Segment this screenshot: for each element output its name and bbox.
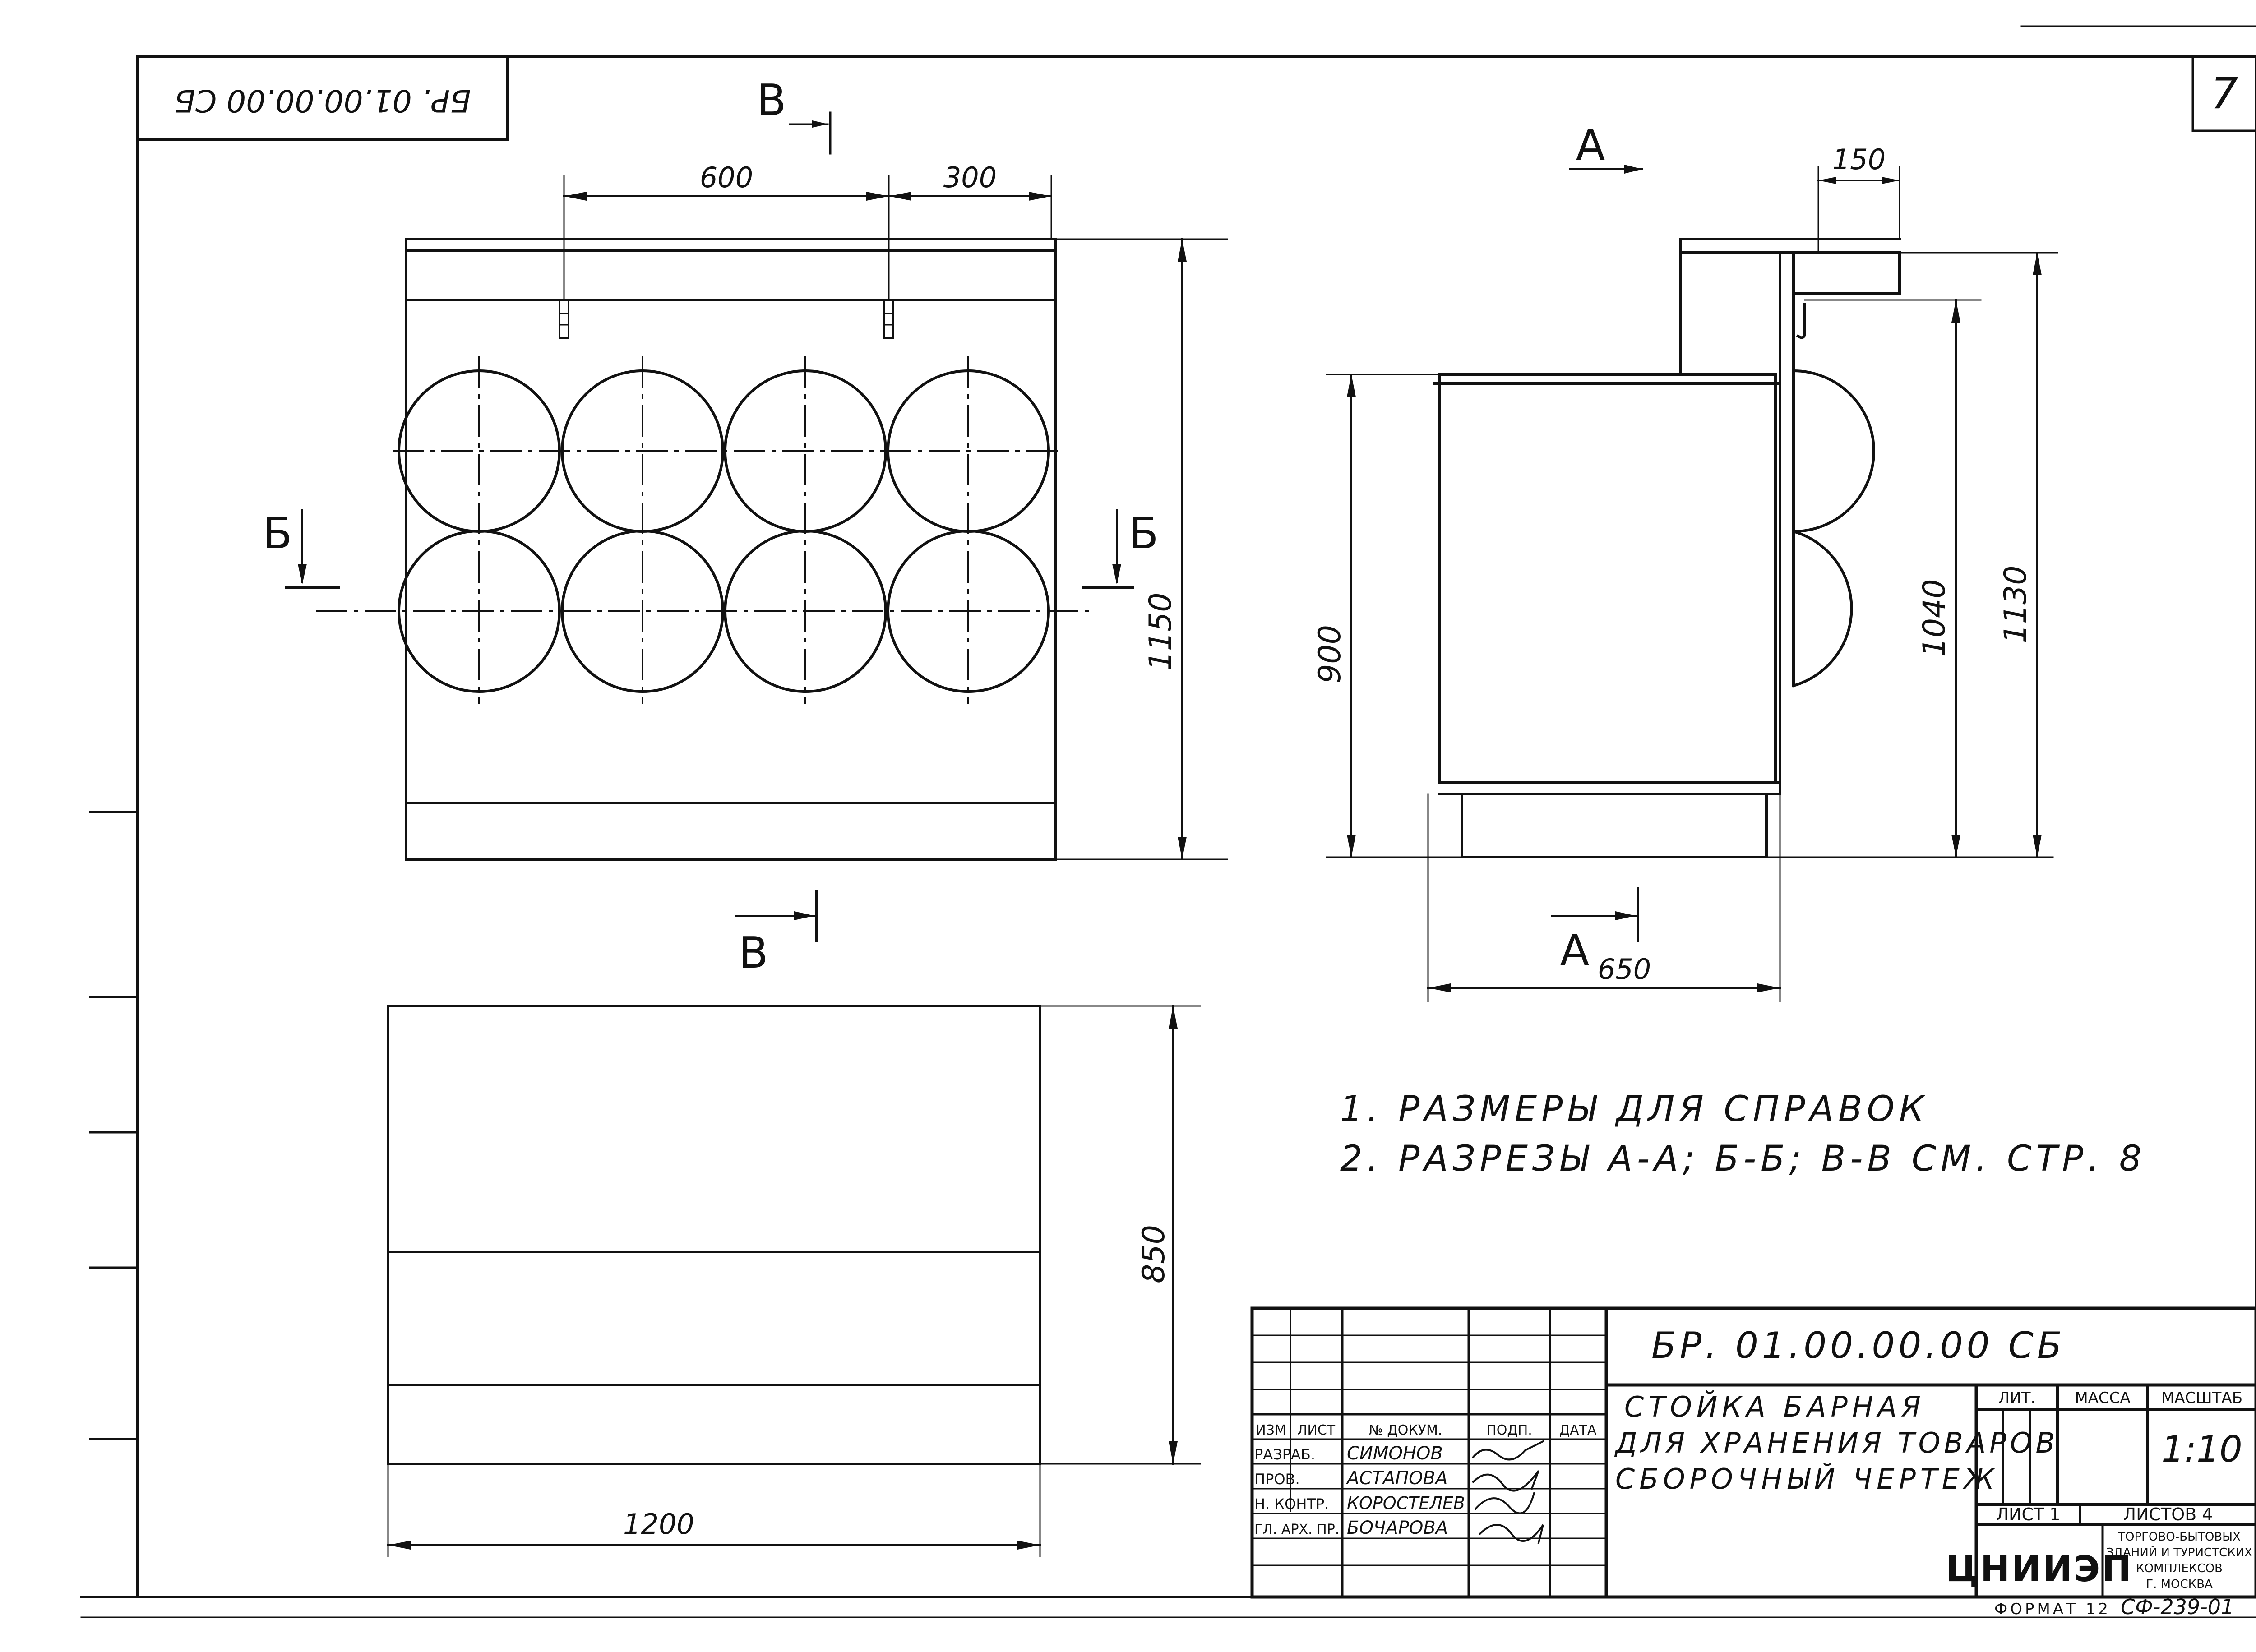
tb-sheets-label: ЛИСТОВ 4 [2123,1504,2213,1524]
tb-org-line-4: Г. МОСКВА [2146,1578,2213,1591]
signatures [1472,1440,1544,1544]
tb-org-line-3: КОМПЛЕКСОВ [2136,1562,2223,1575]
section-mark-v-top [789,111,832,155]
note-1: 1. РАЗМЕРЫ ДЛЯ СПРАВОК [1340,1089,1928,1130]
dim-front-600: 600 [700,161,753,194]
section-mark-b-right [1082,509,1134,589]
tb-header-list: ЛИСТ [1297,1422,1336,1438]
section-mark-a-bottom-label: А [1560,926,1590,976]
dim-plan-1200: 1200 [623,1508,694,1541]
tb-role-4: ГЛ. АРХ. ПР. [1254,1522,1339,1537]
tb-name-4: БОЧАРОВА [1347,1518,1448,1538]
tb-sheet-label: ЛИСТ 1 [1996,1504,2060,1524]
tb-header-sign: ПОДП. [1486,1422,1532,1438]
plan-view [387,1005,1201,1557]
section-mark-v-top-label: В [757,76,786,125]
dim-plan-850: 850 [1136,1225,1172,1283]
dim-front-300: 300 [943,161,997,194]
section-mark-b-left-label: Б [263,509,292,558]
tb-name-1: СИМОНОВ [1347,1443,1443,1464]
rotated-code-text: БР. 01.00.00.00 СБ [174,83,471,118]
tb-header-date: ДАТА [1559,1422,1597,1438]
tb-designation: БР. 01.00.00.00 СБ [1651,1324,2066,1366]
tb-org-line-1: ТОРГОВО-БЫТОВЫХ [2117,1530,2241,1544]
section-mark-a-top [1569,165,1643,174]
title-block [1250,1306,2256,1599]
format-label: ФОРМАТ 12 [1994,1600,2111,1618]
sheet-number: 7 [2211,69,2238,119]
tb-name-line-1: СТОЙКА БАРНАЯ [1624,1390,1925,1423]
section-mark-b-right-label: Б [1129,509,1158,558]
front-dimensions [563,175,1228,860]
tb-name-3: КОРОСТЕЛЕВ [1347,1493,1465,1513]
tb-scale-label: МАСШТАБ [2161,1389,2242,1407]
tb-header-doc: № ДОКУМ. [1369,1422,1442,1438]
sheet-frame [80,25,2256,1618]
tb-header-izm: ИЗМ [1256,1422,1286,1438]
bottle-circles [398,369,1050,693]
side-view [1433,238,1901,858]
tb-role-2: ПРОВ. [1254,1471,1300,1488]
section-mark-b-left [285,509,340,589]
tb-name-2: АСТАПОВА [1345,1468,1447,1489]
note-2: 2. РАЗРЕЗЫ А-А; Б-Б; В-В СМ. СТР. 8 [1340,1139,2146,1179]
tb-role-3: Н. КОНТР. [1254,1495,1329,1513]
section-mark-v-bottom-label: В [739,928,768,978]
tb-name-line-3: СБОРОЧНЫЙ ЧЕРТЕЖ [1615,1462,1999,1495]
dim-front-1150: 1150 [1143,592,1179,670]
format-code: СФ-239-01 [2121,1595,2234,1619]
rotated-code-box: БР. 01.00.00.00 СБ [136,55,509,141]
tb-lit-label: ЛИТ. [1998,1389,2036,1407]
section-mark-v-bottom [735,890,818,942]
tb-name-line-2: ДЛЯ ХРАНЕНИЯ ТОВАРОВ [1614,1426,2058,1459]
tb-mass-label: МАССА [2075,1389,2130,1407]
dim-side-1040: 1040 [1917,579,1952,657]
tb-org-line-2: ЗДАНИЙ И ТУРИСТСКИХ [2106,1545,2252,1560]
section-mark-a-bottom [1551,887,1639,942]
section-mark-a-top-label: А [1576,121,1605,171]
tb-scale-value: 1:10 [2161,1428,2242,1470]
front-view [316,238,1096,861]
dim-side-650: 650 [1598,953,1651,986]
dim-side-150: 150 [1832,143,1886,176]
dim-side-900: 900 [1312,625,1348,683]
dim-side-1130: 1130 [1998,565,2034,643]
tb-role-1: РАЗРАБ. [1254,1446,1315,1463]
tb-org-logo: ЦНИИЭП [1946,1549,2133,1590]
side-dimensions [1326,166,2058,1002]
